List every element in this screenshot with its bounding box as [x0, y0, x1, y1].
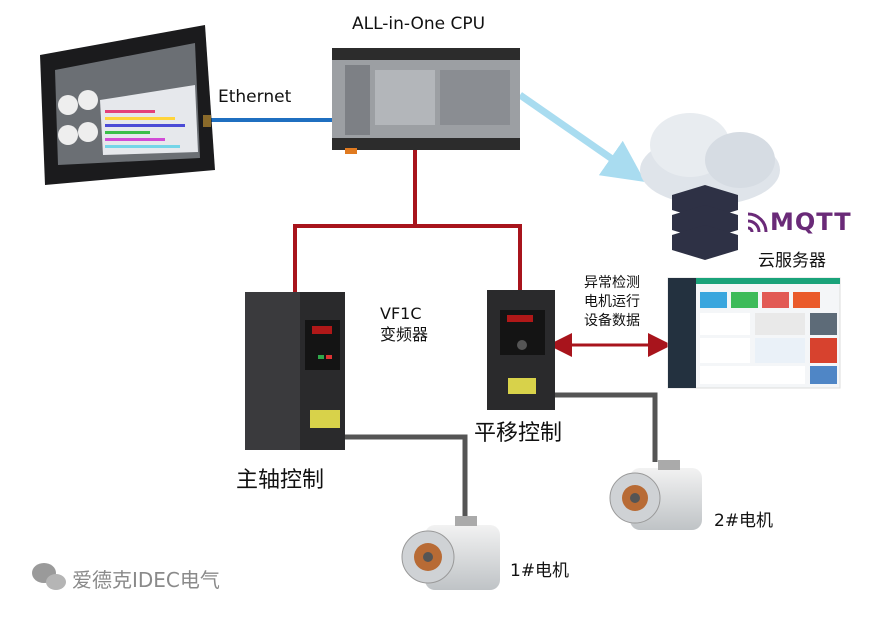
- wechat-icon: [32, 563, 66, 590]
- cloud-server-label: 云服务器: [758, 251, 826, 271]
- mqtt-label: MQTT: [770, 208, 852, 236]
- data-line: 设备数据: [584, 313, 640, 329]
- motor-2-icon: [609, 460, 702, 530]
- spindle-control-label: 主轴控制: [236, 468, 325, 493]
- motor2-cable: [555, 392, 658, 462]
- data-exchange-label: 异常检测 电机运行 设备数据: [584, 274, 640, 331]
- mqtt-logo-icon: [747, 212, 768, 233]
- all-in-one-cpu: [332, 48, 520, 154]
- ethernet-label: Ethernet: [218, 87, 292, 107]
- hmi-touch-panel: [40, 25, 215, 185]
- cpu-label: ALL-in-One CPU: [352, 14, 486, 34]
- watermark: 爱德克IDEC电气: [72, 568, 220, 592]
- motor-1-label: 1#电机: [510, 561, 570, 581]
- cloud-arrow: [518, 92, 646, 182]
- control-line-right: [415, 224, 522, 292]
- cloud-server-icon: [640, 113, 780, 260]
- cloud-dashboard-screenshot: [667, 277, 841, 389]
- motor-1-icon: [401, 516, 500, 590]
- vf1c-drive-left: [245, 292, 345, 450]
- traverse-control-label: 平移控制: [474, 421, 563, 446]
- vf1c-drive-right: [487, 290, 555, 410]
- vfd-label: VF1C 变频器: [380, 303, 428, 345]
- control-line: [293, 150, 417, 292]
- motor1-cable: [345, 434, 468, 520]
- vfd-model: VF1C: [380, 304, 422, 323]
- vfd-name: 变频器: [380, 325, 429, 344]
- data-line: 电机运行: [584, 294, 640, 310]
- data-line: 异常检测: [584, 275, 640, 291]
- motor-2-label: 2#电机: [714, 511, 774, 531]
